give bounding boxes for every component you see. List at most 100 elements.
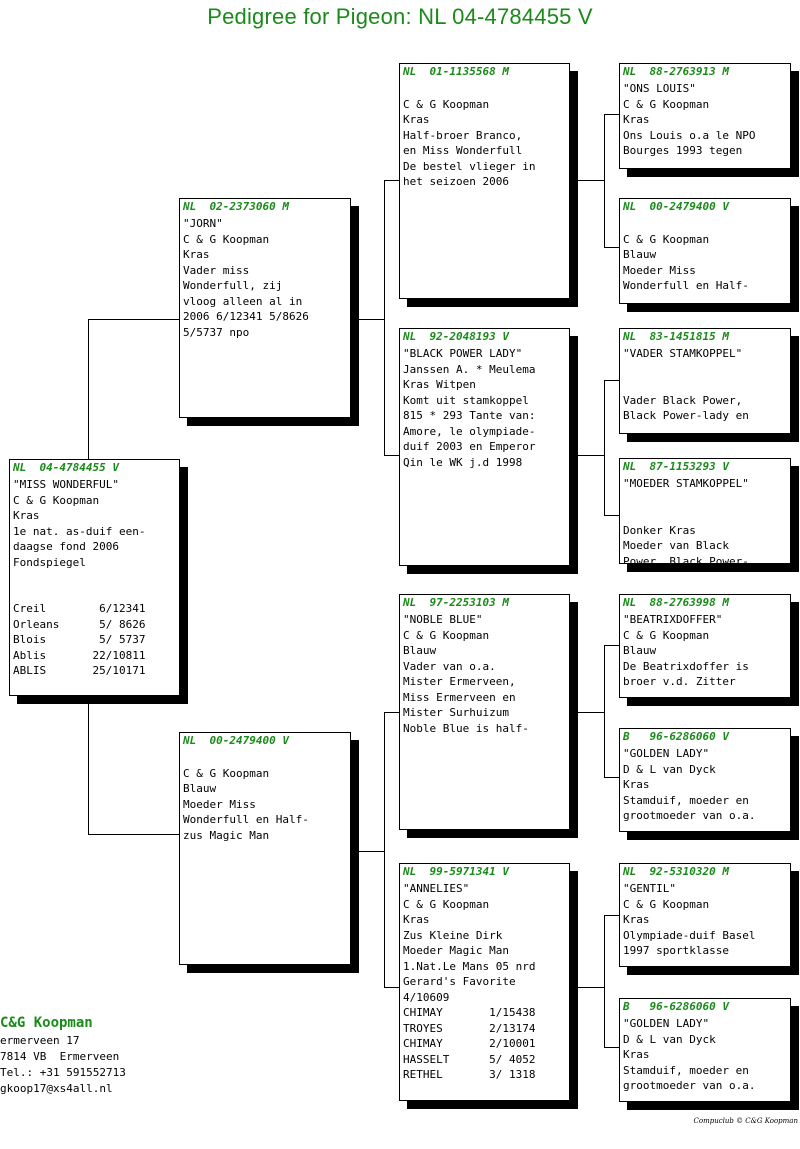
pigeon-info-line: Kras [623,913,650,926]
connector-line [384,712,385,987]
pigeon-info-line: Vader Black Power, [623,393,743,407]
connector-line [604,915,605,1048]
pigeon-info-line: C & G Koopman [623,628,710,642]
pigeon-info-line: "MOEDER STAMKOPPEL" [623,477,749,490]
ring-number: NL 88-2763998 M [623,596,729,609]
pigeon-info-line: ABLIS 25/10171 [13,664,146,677]
pigeon-info-line: Janssen A. * Meulema [403,362,536,376]
ring-number: NL 92-5310320 M [623,865,729,878]
pigeon-card-ggp-8[interactable]: B 96-6286060 V"GOLDEN LADY"D & L van Dyc… [619,998,791,1102]
ring-number: NL 87-1153293 V [623,460,729,473]
pigeon-info-line: Donker Kras [623,523,696,537]
connector-line [604,114,605,248]
ring-number: NL 97-2253103 M [403,596,509,609]
pigeon-info-line: Ons Louis o.a le NPO [623,128,756,142]
pigeon-info-line: C & G Koopman [403,897,490,911]
pigeon-info-line: CHIMAY 1/15438 [403,1006,536,1019]
connector-line [577,987,604,988]
connector-line [604,114,620,115]
pigeon-info-line [623,507,787,523]
pigeon-info-line: Mister Surhuizum [403,706,509,719]
connector-line [577,712,604,713]
ring-number: NL 02-2373060 M [183,200,289,213]
connector-line [384,180,400,181]
pigeon-info-line: Kras [623,778,650,791]
pigeon-info-line: "JORN" [183,217,223,230]
pigeon-info-line: 2006 6/12341 5/8626 [183,310,309,323]
pigeon-info-line: "BLACK POWER LADY" [403,347,523,360]
footer-credit: Compuclub © C&G Koopman [693,1117,798,1125]
pigeon-card-dam-sire[interactable]: NL 97-2253103 M "NOBLE BLUE" C & G Koopman… [399,594,570,830]
pigeon-info-line: Gerard's Favorite [403,975,516,988]
pigeon-info-line: Moeder Miss [623,263,696,277]
pigeon-info-line: Black Power-lady en [623,409,749,422]
pigeon-info-line: Kras [403,113,430,126]
pigeon-info-line: 1997 sportklasse [623,944,729,957]
pigeon-info-line: 4/10609 [403,990,450,1004]
pigeon-info-line: Komt uit stamkoppel [403,393,529,407]
pigeon-info-line: De Beatrixdoffer is [623,659,749,673]
breeder-postcode: 7814 VB Ermerveen [0,1050,120,1063]
connector-line [384,180,385,455]
connector-line [604,247,620,248]
pigeon-info-line: duif 2003 en Emperor [403,440,536,453]
pigeon-info-line: Blauw [403,644,437,657]
pigeon-info-line: zus Magic Man [183,828,270,842]
pigeon-info-line: broer v.d. Zitter [623,675,736,688]
pigeon-info-line: C & G Koopman [623,97,710,111]
pigeon-info-line: "ANNELIES" [403,882,470,895]
connector-line [577,455,604,456]
pigeon-card-ggp-5[interactable]: NL 88-2763998 M "BEATRIXDOFFER" C & G Koop… [619,594,791,698]
breeder-address: ermerveen 17 [0,1034,80,1047]
connector-line [577,180,604,181]
pigeon-card-ggp-6[interactable]: B 96-6286060 V"GOLDEN LADY"D & L van Dyc… [619,728,791,832]
ring-number: NL 99-5971341 V [403,865,509,878]
ring-number: NL 88-2763913 M [623,65,729,78]
ring-number: NL 00-2479400 V [623,200,729,213]
ring-number: NL 00-2479400 V [183,734,289,747]
pigeon-info-line [623,377,787,393]
pigeon-info-line: Kras Witpen [403,378,476,391]
pigeon-info-line: C & G Koopman [623,232,710,246]
breeder-email[interactable]: gkoop17@xs4all.nl [0,1082,113,1095]
pigeon-info-line: Stamduif, moeder en [623,793,749,807]
connector-line [604,515,620,516]
pigeon-info-line: daagse fond 2006 [13,540,119,553]
ring-number: NL 01-1135568 M [403,65,509,78]
pigeon-card-ggp-4[interactable]: NL 87-1153293 V "MOEDER STAMKOPPEL" Donker… [619,458,791,564]
pigeon-info-line: Olympiade-duif Basel [623,928,756,942]
pigeon-info-line: en Miss Wonderfull [403,144,523,157]
pigeon-info-line [13,570,176,586]
connector-line [88,704,89,835]
pigeon-info-line: Wonderfull, zij [183,279,283,292]
pigeon-card-ggp-3[interactable]: NL 83-1451815 M"VADER STAMKOPPEL"Vader B… [619,328,791,434]
connector-line [384,987,400,988]
pigeon-info-line: vloog alleen al in [183,294,303,308]
pigeon-info-line: TROYES 2/13174 [403,1021,536,1035]
breeder-name: C&G Koopman [0,1015,93,1031]
pigeon-info-line: Bourges 1993 tegen [623,144,743,157]
pigeon-info-line: D & L van Dyck [623,1032,716,1046]
connector-line [88,834,180,835]
pigeon-info-line: "BEATRIXDOFFER" [623,613,723,626]
pigeon-info-line: Wonderfull en Half- [623,279,749,292]
pigeon-info-line: "NOBLE BLUE" [403,613,483,626]
pigeon-info-line: 1.Nat.Le Mans 05 nrd [403,959,536,973]
pigeon-card-sire-dam[interactable]: NL 92-2048193 V"BLACK POWER LADY"Janssen… [399,328,570,566]
pigeon-info-line: C & G Koopman [403,628,490,642]
connector-line [604,915,620,916]
pigeon-card-subject[interactable]: NL 04-4784455 V"MISS WONDERFUL"C & G Koo… [9,459,180,696]
connector-line [604,380,605,516]
connector-line [384,712,400,713]
pigeon-info-line: Wonderfull en Half- [183,813,309,826]
pigeon-info-line: 815 * 293 Tante van: [403,409,536,422]
pigeon-info-line: De bestel vlieger in [403,159,536,173]
pigeon-info-line: Kras [13,509,40,522]
